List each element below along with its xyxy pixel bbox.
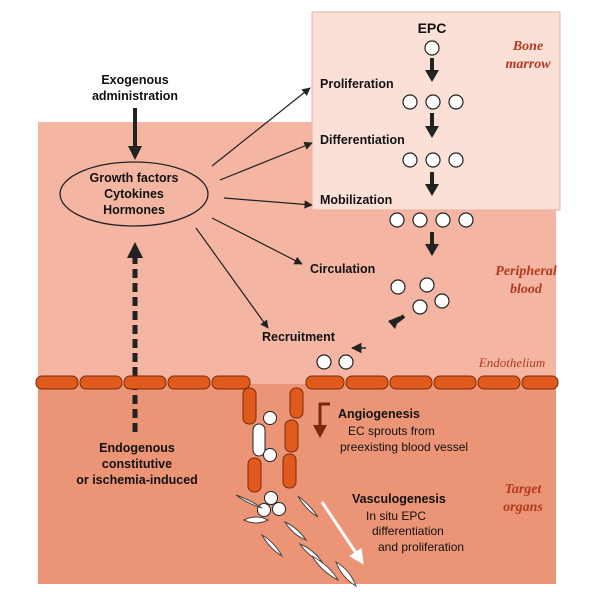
vasculogenesis-title: Vasculogenesis	[352, 492, 446, 506]
cytokines-label: Cytokines	[104, 187, 164, 201]
growth-factors-ellipse	[59, 161, 209, 227]
mobilization-label: Mobilization	[320, 193, 392, 207]
epc-cell	[412, 299, 428, 315]
growth-factors-label: Growth factors	[90, 171, 179, 185]
bone-marrow-label: Bone	[512, 39, 543, 54]
epc-cell	[419, 277, 435, 293]
epc-cell	[316, 354, 332, 370]
epc-cell	[458, 212, 474, 228]
endogenous-label-3: or ischemia-induced	[76, 473, 198, 487]
epc-cell	[424, 40, 440, 56]
hormones-label: Hormones	[103, 203, 165, 217]
circulation-label: Circulation	[310, 262, 375, 276]
peripheral-blood-label-2: blood	[510, 282, 543, 297]
endogenous-arrow	[127, 242, 143, 432]
epc-cell	[448, 152, 464, 168]
epc-cell	[434, 293, 450, 309]
vasculogenesis-text-2: differentiation	[372, 524, 444, 538]
recruitment-label: Recruitment	[262, 330, 336, 344]
angiogenesis-text-2: preexisting blood vessel	[340, 440, 468, 454]
epc-cells	[316, 40, 474, 370]
angiogenesis-arrow	[313, 402, 330, 438]
angiogenesis-text-1: EC sprouts from	[348, 424, 435, 438]
vasculogenesis-text-1: In situ EPC	[366, 509, 426, 523]
vasculogenesis-arrow	[320, 501, 364, 565]
endothelium-layer	[35, 375, 559, 493]
epc-cell	[412, 212, 428, 228]
differentiation-label: Differentiation	[320, 133, 405, 147]
epc-cell	[425, 152, 441, 168]
peripheral-blood-label: Peripheral	[495, 264, 557, 279]
signal-arrows	[195, 87, 313, 329]
endogenous-label-2: constitutive	[102, 457, 172, 471]
epc-cell	[402, 152, 418, 168]
vasculogenesis-text-3: and proliferation	[378, 540, 464, 554]
exogenous-arrow	[128, 108, 142, 160]
bone-marrow-label-2: marrow	[505, 57, 551, 72]
endogenous-label: Endogenous	[99, 441, 175, 455]
epc-label: EPC	[418, 20, 447, 36]
epc-cell	[402, 94, 418, 110]
target-organs-label-2: organs	[503, 500, 543, 515]
angiogenesis-title: Angiogenesis	[338, 407, 420, 421]
epc-cell	[390, 279, 406, 295]
sprout-white-cells	[252, 411, 286, 517]
vasculogenesis-cells	[235, 494, 357, 588]
epc-cell	[338, 354, 354, 370]
epc-cell	[425, 94, 441, 110]
proliferation-label: Proliferation	[320, 77, 394, 91]
epc-cell	[435, 212, 451, 228]
target-organs-label: Target	[505, 482, 543, 497]
epc-cell	[448, 94, 464, 110]
exogenous-label-2: administration	[92, 89, 178, 103]
endothelium-label: Endothelium	[478, 355, 545, 370]
stage-arrows	[388, 58, 439, 329]
epc-cell	[389, 212, 405, 228]
exogenous-label: Exogenous	[101, 73, 168, 87]
